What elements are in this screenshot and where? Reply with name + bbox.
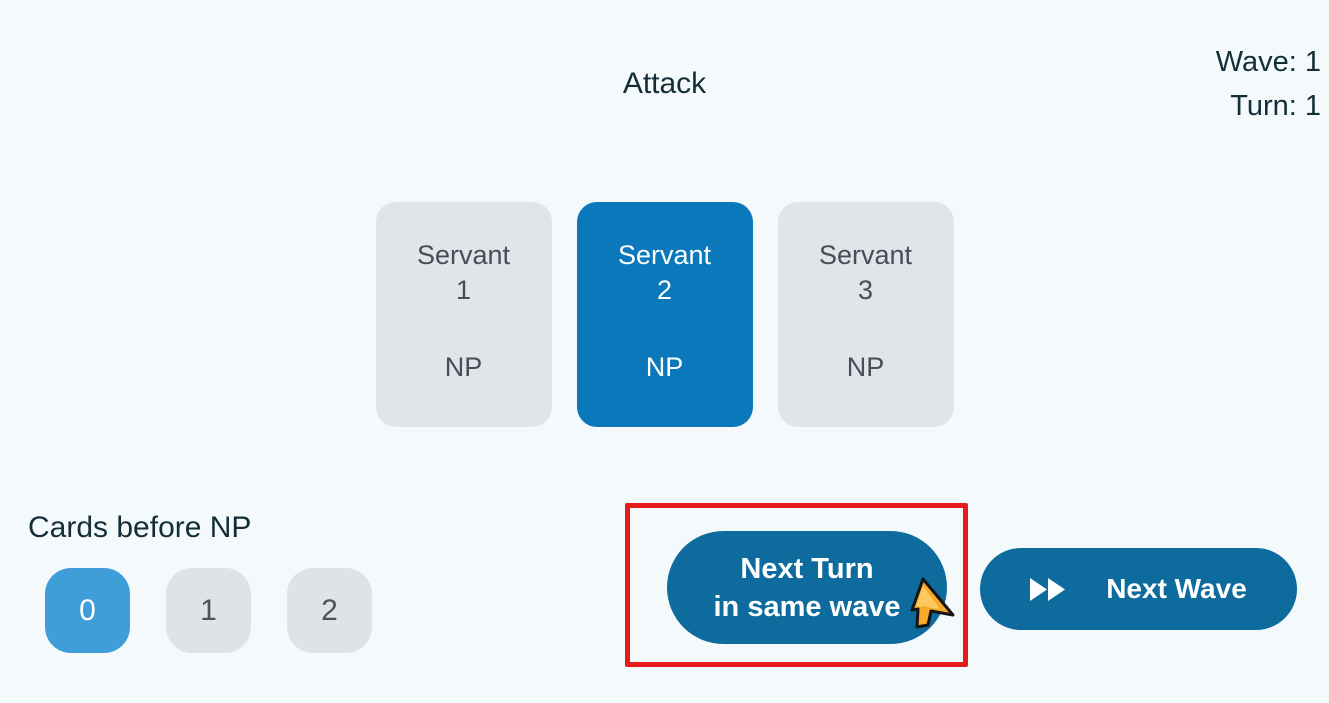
servant-card-3[interactable]: Servant 3 NP [777,202,954,427]
servant-card-2-title: Servant [617,240,712,270]
cards-before-np-option-2[interactable]: 2 [287,568,372,653]
servant-card-1[interactable]: Servant 1 NP [375,202,552,427]
servant-card-row: Servant 1 NP Servant 2 NP Servant 3 NP [0,202,1329,427]
wave-turn-indicator: Wave: 1 Turn: 1 [1216,40,1321,128]
servant-card-2[interactable]: Servant 2 NP [576,202,753,427]
servant-card-2-number: 2 [656,275,673,305]
cards-before-np-label: Cards before NP [28,511,252,544]
fast-forward-icon [1030,577,1066,601]
next-turn-label-line1: Next Turn [740,552,874,585]
servant-card-3-np: NP [846,352,885,382]
cards-before-np-option-1[interactable]: 1 [166,568,251,653]
servant-card-1-name: Servant 1 [376,238,552,308]
cards-before-np-option-0[interactable]: 0 [45,568,130,653]
servant-card-1-np: NP [444,352,483,382]
page-title: Attack [622,67,707,100]
cards-before-np-options: 0 1 2 [45,568,372,653]
next-turn-button[interactable]: Next Turn in same wave [667,531,947,644]
servant-card-1-number: 1 [455,275,472,305]
servant-card-3-number: 3 [857,275,874,305]
next-turn-label-line2: in same wave [713,590,901,623]
next-wave-label: Next Wave [1106,573,1247,604]
servant-card-2-name: Servant 2 [577,238,753,308]
servant-card-3-title: Servant [818,240,913,270]
servant-card-2-np: NP [645,352,684,382]
servant-card-3-name: Servant 3 [778,238,954,308]
next-wave-button[interactable]: Next Wave [980,548,1297,630]
servant-card-1-title: Servant [416,240,511,270]
wave-label: Wave: 1 [1215,46,1321,78]
turn-label: Turn: 1 [1230,90,1321,122]
